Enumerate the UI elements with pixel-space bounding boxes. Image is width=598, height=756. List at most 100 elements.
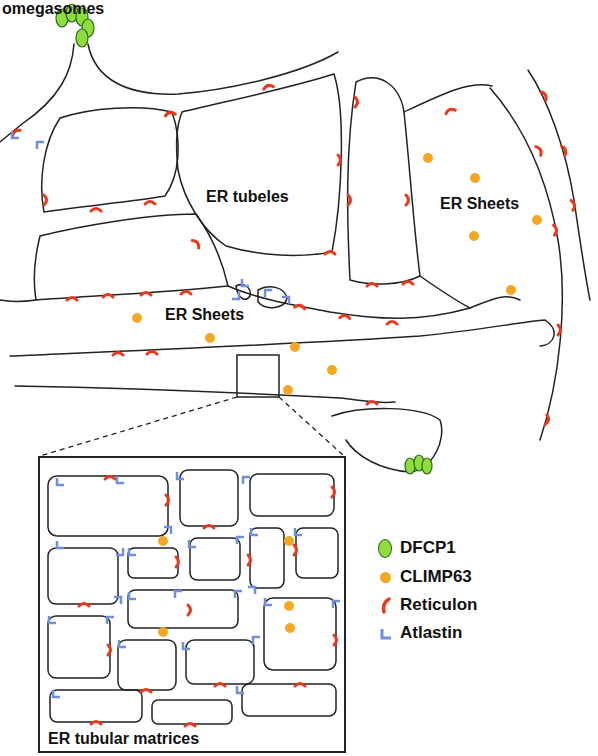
atlastin-mark [164, 527, 171, 534]
atlastin-mark [119, 640, 126, 647]
reticulon-mark [558, 325, 561, 335]
climp63-dots-part [469, 231, 479, 241]
tubular-matrix-part [50, 690, 142, 722]
reticulon-mark [367, 284, 377, 287]
tubular-matrix-part [250, 474, 334, 516]
atlastin-mark [282, 297, 289, 304]
reticulon-mark [91, 722, 101, 725]
er-membrane-part [420, 276, 470, 308]
reticulon-mark [105, 477, 115, 480]
climp63-dots-part [283, 385, 293, 395]
dfcp1-omegasome-part [76, 29, 88, 47]
reticulon-mark [165, 112, 175, 116]
legend-text: CLIMP63 [400, 567, 472, 587]
atlastin-mark [114, 597, 121, 604]
reticulon-mark [338, 155, 341, 165]
er-membrane-part [177, 74, 342, 255]
tubular-matrix-part [264, 598, 336, 670]
atlastin-mark [242, 279, 249, 286]
zoom-lines-part [40, 397, 237, 456]
inset-title: ER tubular matrices [46, 730, 201, 748]
reticulon-mark [355, 97, 358, 107]
reticulon-mark [403, 282, 413, 285]
tubular-matrix-part [152, 700, 232, 724]
inset-source-square [237, 355, 279, 397]
reticulon-mark [188, 605, 191, 615]
legend-text: DFCP1 [400, 538, 456, 558]
reticulon-mark [367, 402, 377, 405]
tubular-matrix-part [118, 640, 176, 690]
atlastin-mark [57, 478, 64, 485]
er-membrane-part [228, 286, 520, 318]
atlastin-mark [235, 591, 242, 598]
er-membrane-part [528, 70, 590, 300]
climp63-dots-part [205, 333, 215, 343]
region-label: ER Sheets [165, 306, 244, 324]
reticulon-mark [141, 690, 151, 693]
climp63-dots [132, 153, 542, 637]
climp63-dots-part [158, 536, 168, 546]
reticulon-mark [181, 292, 191, 295]
atlastin-mark [129, 548, 136, 555]
er-membrane-part [0, 300, 36, 302]
climp63-dots-part [158, 627, 168, 637]
reticulon-mark [325, 252, 335, 255]
climp63-dots-part [132, 313, 142, 323]
atlastin-marks [12, 131, 340, 697]
zoom-lines-part [279, 397, 344, 456]
er-membrane-part [0, 44, 74, 142]
atlastin-mark [251, 528, 258, 535]
atlastin-mark [253, 637, 260, 644]
tubular-matrix-part [180, 470, 238, 526]
reticulon-mark [108, 645, 111, 655]
tubular-matrix-part [186, 640, 254, 684]
reticulon-mark [406, 195, 409, 205]
legend-symbol [376, 623, 396, 645]
climp63-dots-part [290, 342, 300, 352]
reticulon-mark [561, 145, 567, 155]
inset-source-square-part [237, 355, 279, 397]
reticulon-mark [387, 322, 397, 325]
atlastin-mark [237, 537, 244, 544]
er-membrane-part [42, 108, 178, 212]
reticulon-mark [166, 495, 169, 505]
reticulon-mark [176, 557, 179, 567]
reticulon-mark [334, 635, 337, 645]
reticulon-mark [147, 352, 157, 355]
atlastin-mark [295, 528, 302, 535]
er-membrane-part [10, 320, 554, 356]
er-membrane-part [88, 44, 338, 94]
legend-symbol-path [384, 599, 389, 612]
inset-box: ER tubular matrices [38, 456, 346, 753]
reticulon-mark [536, 145, 543, 155]
dfcp1-omegasome [56, 4, 432, 474]
atlastin-mark [57, 541, 64, 548]
atlastin-mark [265, 290, 272, 297]
atlastin-mark [116, 548, 123, 555]
er-membrane-part [15, 386, 395, 403]
reticulon-mark [44, 195, 47, 205]
atlastin-mark [53, 690, 60, 697]
atlastin-mark [333, 601, 340, 608]
reticulon-mark [332, 487, 335, 497]
reticulon-mark [295, 305, 305, 309]
reticulon-mark [340, 315, 350, 318]
reticulon-mark [248, 555, 251, 565]
atlastin-mark [237, 686, 244, 693]
er-membrane [0, 44, 590, 472]
tubular-matrix-part [48, 616, 110, 678]
reticulon-mark [571, 200, 575, 210]
climp63-dots-part [532, 215, 542, 225]
region-label: ER tubeles [206, 188, 289, 206]
tubular-matrix-part [48, 548, 118, 604]
atlastin-mark [243, 477, 250, 484]
atlastin-mark [107, 617, 114, 624]
zoom-lines [40, 397, 344, 456]
reticulon-mark [541, 90, 548, 100]
reticulon-mark [554, 225, 557, 235]
tubular-matrix-part [190, 538, 240, 580]
reticulon-mark [192, 239, 200, 248]
reticulon-marks [11, 84, 576, 726]
tubular-matrix-part [296, 528, 338, 578]
reticulon-mark [295, 684, 305, 687]
